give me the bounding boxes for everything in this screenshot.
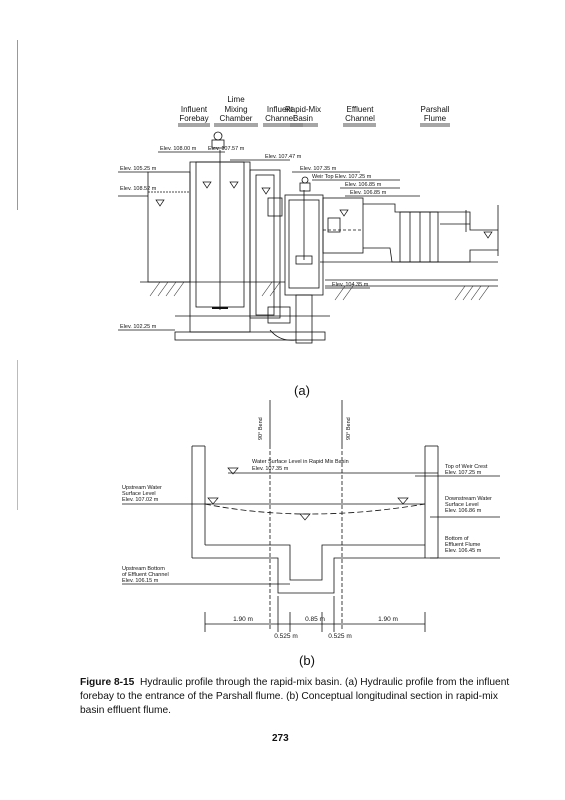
center-level-1: Water Surface Level in Rapid Mix Basin — [252, 459, 349, 465]
right-note: Effluent Flume — [445, 542, 480, 548]
left-note: Upstream Bottom — [122, 566, 165, 572]
elev-label: Elev. 105.25 m — [120, 166, 157, 172]
header-effluent-channel-1: Effluent — [347, 105, 375, 114]
dim-label: 1.90 m — [233, 616, 253, 623]
right-note: Elev. 107.25 m — [445, 470, 482, 476]
diagram-b-label: (b) — [299, 653, 315, 668]
elev-label: Elev. 106.85 m — [345, 182, 382, 188]
elev-label: Elev. 108.00 m — [160, 146, 197, 152]
figure-number: Figure 8-15 — [80, 677, 135, 688]
left-note: Elev. 107.02 m — [122, 497, 159, 503]
elev-label: Elev. 108.52 m — [120, 186, 157, 192]
hydraulic-section-diagram-b — [122, 400, 500, 632]
header-mixing-chamber-1: Mixing — [224, 105, 247, 114]
header-rapid-mix-2: Basin — [293, 114, 313, 123]
header-influent-channel-2: Channel — [265, 114, 295, 123]
bend-label: 90° Bend — [258, 417, 264, 440]
header-rapid-mix-1: Rapid-Mix — [285, 105, 321, 114]
dim-label: 0.525 m — [328, 633, 352, 640]
page-number: 273 — [272, 733, 289, 744]
left-note: Elev. 106.15 m — [122, 578, 159, 584]
elev-label: Elev. 102.25 m — [120, 324, 157, 330]
right-note: Downstream Water — [445, 496, 492, 502]
left-note: Upstream Water — [122, 485, 162, 491]
elev-label: Weir Top Elev. 107.25 m — [312, 174, 372, 180]
right-note: Surface Level — [445, 502, 479, 508]
dim-label: 0.85 m — [305, 616, 325, 623]
center-level-2: Elev. 107.35 m — [252, 466, 289, 472]
dim-label: 1.90 m — [378, 616, 398, 623]
caption-text: Hydraulic profile through the rapid-mix … — [80, 677, 510, 717]
elev-label: Elev. 107.35 m — [300, 166, 337, 172]
dim-label: 0.525 m — [274, 633, 298, 640]
margin-rule — [17, 40, 18, 210]
diagram-a-label: (a) — [294, 383, 310, 398]
right-note: Bottom of — [445, 536, 469, 542]
bend-label: 90° Bend — [346, 417, 352, 440]
header-parshall-flume-1: Parshall — [421, 105, 450, 114]
margin-rule — [17, 360, 18, 510]
header-mixing-chamber-2: Chamber — [220, 114, 253, 123]
elev-label: Elev. 106.85 m — [350, 190, 387, 196]
right-note: Elev. 106.45 m — [445, 548, 482, 554]
elev-label: Elev. 107.47 m — [265, 154, 302, 160]
right-note: Top of Weir Crest — [445, 464, 488, 470]
header-influent-forebay-1: Influent — [181, 105, 208, 114]
right-note: Elev. 106.86 m — [445, 508, 482, 514]
header-effluent-channel-2: Channel — [345, 114, 375, 123]
elev-label: Elev. 104.35 m — [332, 282, 369, 288]
left-note: Surface Level — [122, 491, 156, 497]
figure-caption: Figure 8-15 Hydraulic profile through th… — [80, 676, 520, 719]
elev-label: Elev. 107.57 m — [208, 146, 245, 152]
header-influent-channel-1: Influent — [267, 105, 294, 114]
header-influent-forebay-2: Forebay — [179, 114, 208, 123]
header-parshall-flume-2: Flume — [424, 114, 447, 123]
left-note: of Effluent Channel — [122, 572, 169, 578]
header-lime: Lime — [227, 95, 245, 104]
